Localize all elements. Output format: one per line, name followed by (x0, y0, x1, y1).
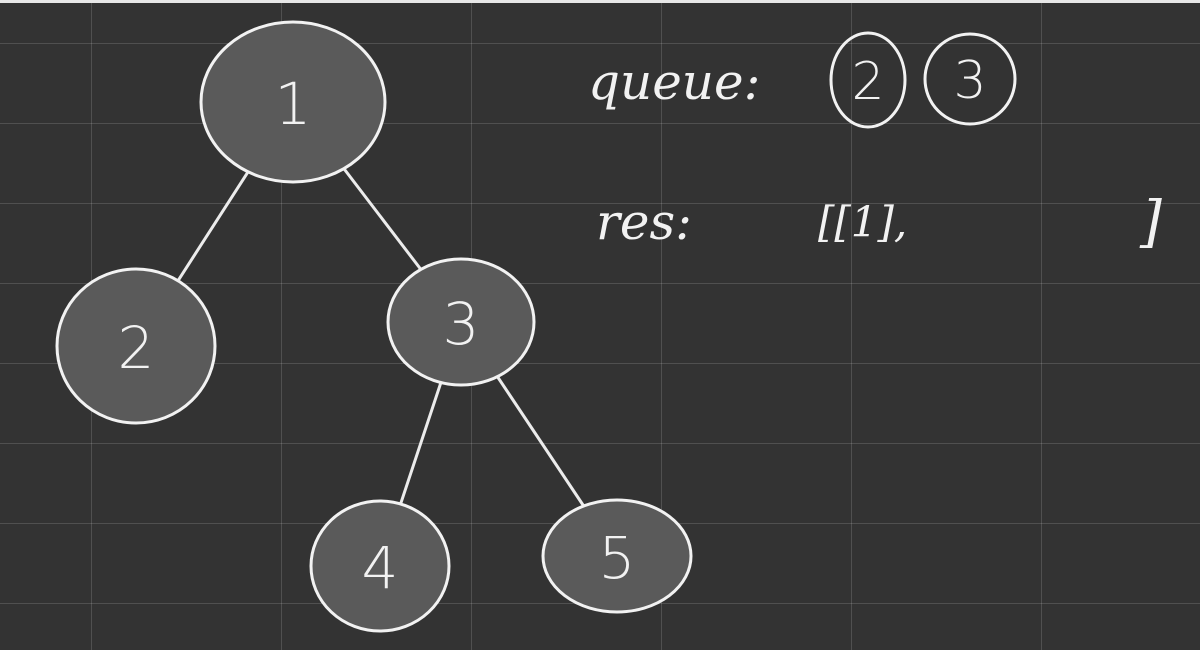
tree-node-1: 1 (199, 20, 387, 184)
tree-node-label: 4 (362, 534, 399, 602)
tree-node-2: 2 (55, 267, 217, 425)
tree-edges (176, 167, 586, 508)
tree-node-3: 3 (386, 257, 536, 387)
tree-node-circle (309, 499, 451, 633)
tree-node-label: 2 (118, 314, 155, 382)
tree-node-circle (55, 267, 217, 425)
tree-edge-1-2 (176, 170, 250, 283)
tree-node-circle (541, 498, 693, 614)
tree-node-label: 3 (443, 290, 480, 358)
queue-item-label: 3 (953, 51, 986, 111)
tree-node-label: 1 (275, 70, 312, 138)
queue-item-circle (923, 32, 1017, 126)
queue-item: 2 (829, 31, 907, 129)
tree-nodes: 1 2 3 4 5 (55, 20, 693, 633)
tree-node-circle (199, 20, 387, 184)
res-label: res: (596, 193, 692, 251)
queue-item-circle (829, 31, 907, 129)
res-close-bracket: ] (1139, 190, 1162, 255)
tree-edge-3-4 (399, 381, 443, 506)
tree-node-circle (386, 257, 536, 387)
queue-item: 3 (923, 32, 1017, 126)
tree-node-5: 5 (541, 498, 693, 614)
tree-edge-1-3 (342, 167, 423, 271)
tree-node-label: 5 (599, 524, 636, 592)
res-note: res: [[1], ] (596, 190, 1162, 255)
res-value: [[1], (818, 198, 907, 247)
tree-edge-3-5 (495, 375, 586, 508)
queue-label: queue: (588, 53, 760, 111)
queue-item-label: 2 (851, 52, 884, 112)
tree-node-4: 4 (309, 499, 451, 633)
